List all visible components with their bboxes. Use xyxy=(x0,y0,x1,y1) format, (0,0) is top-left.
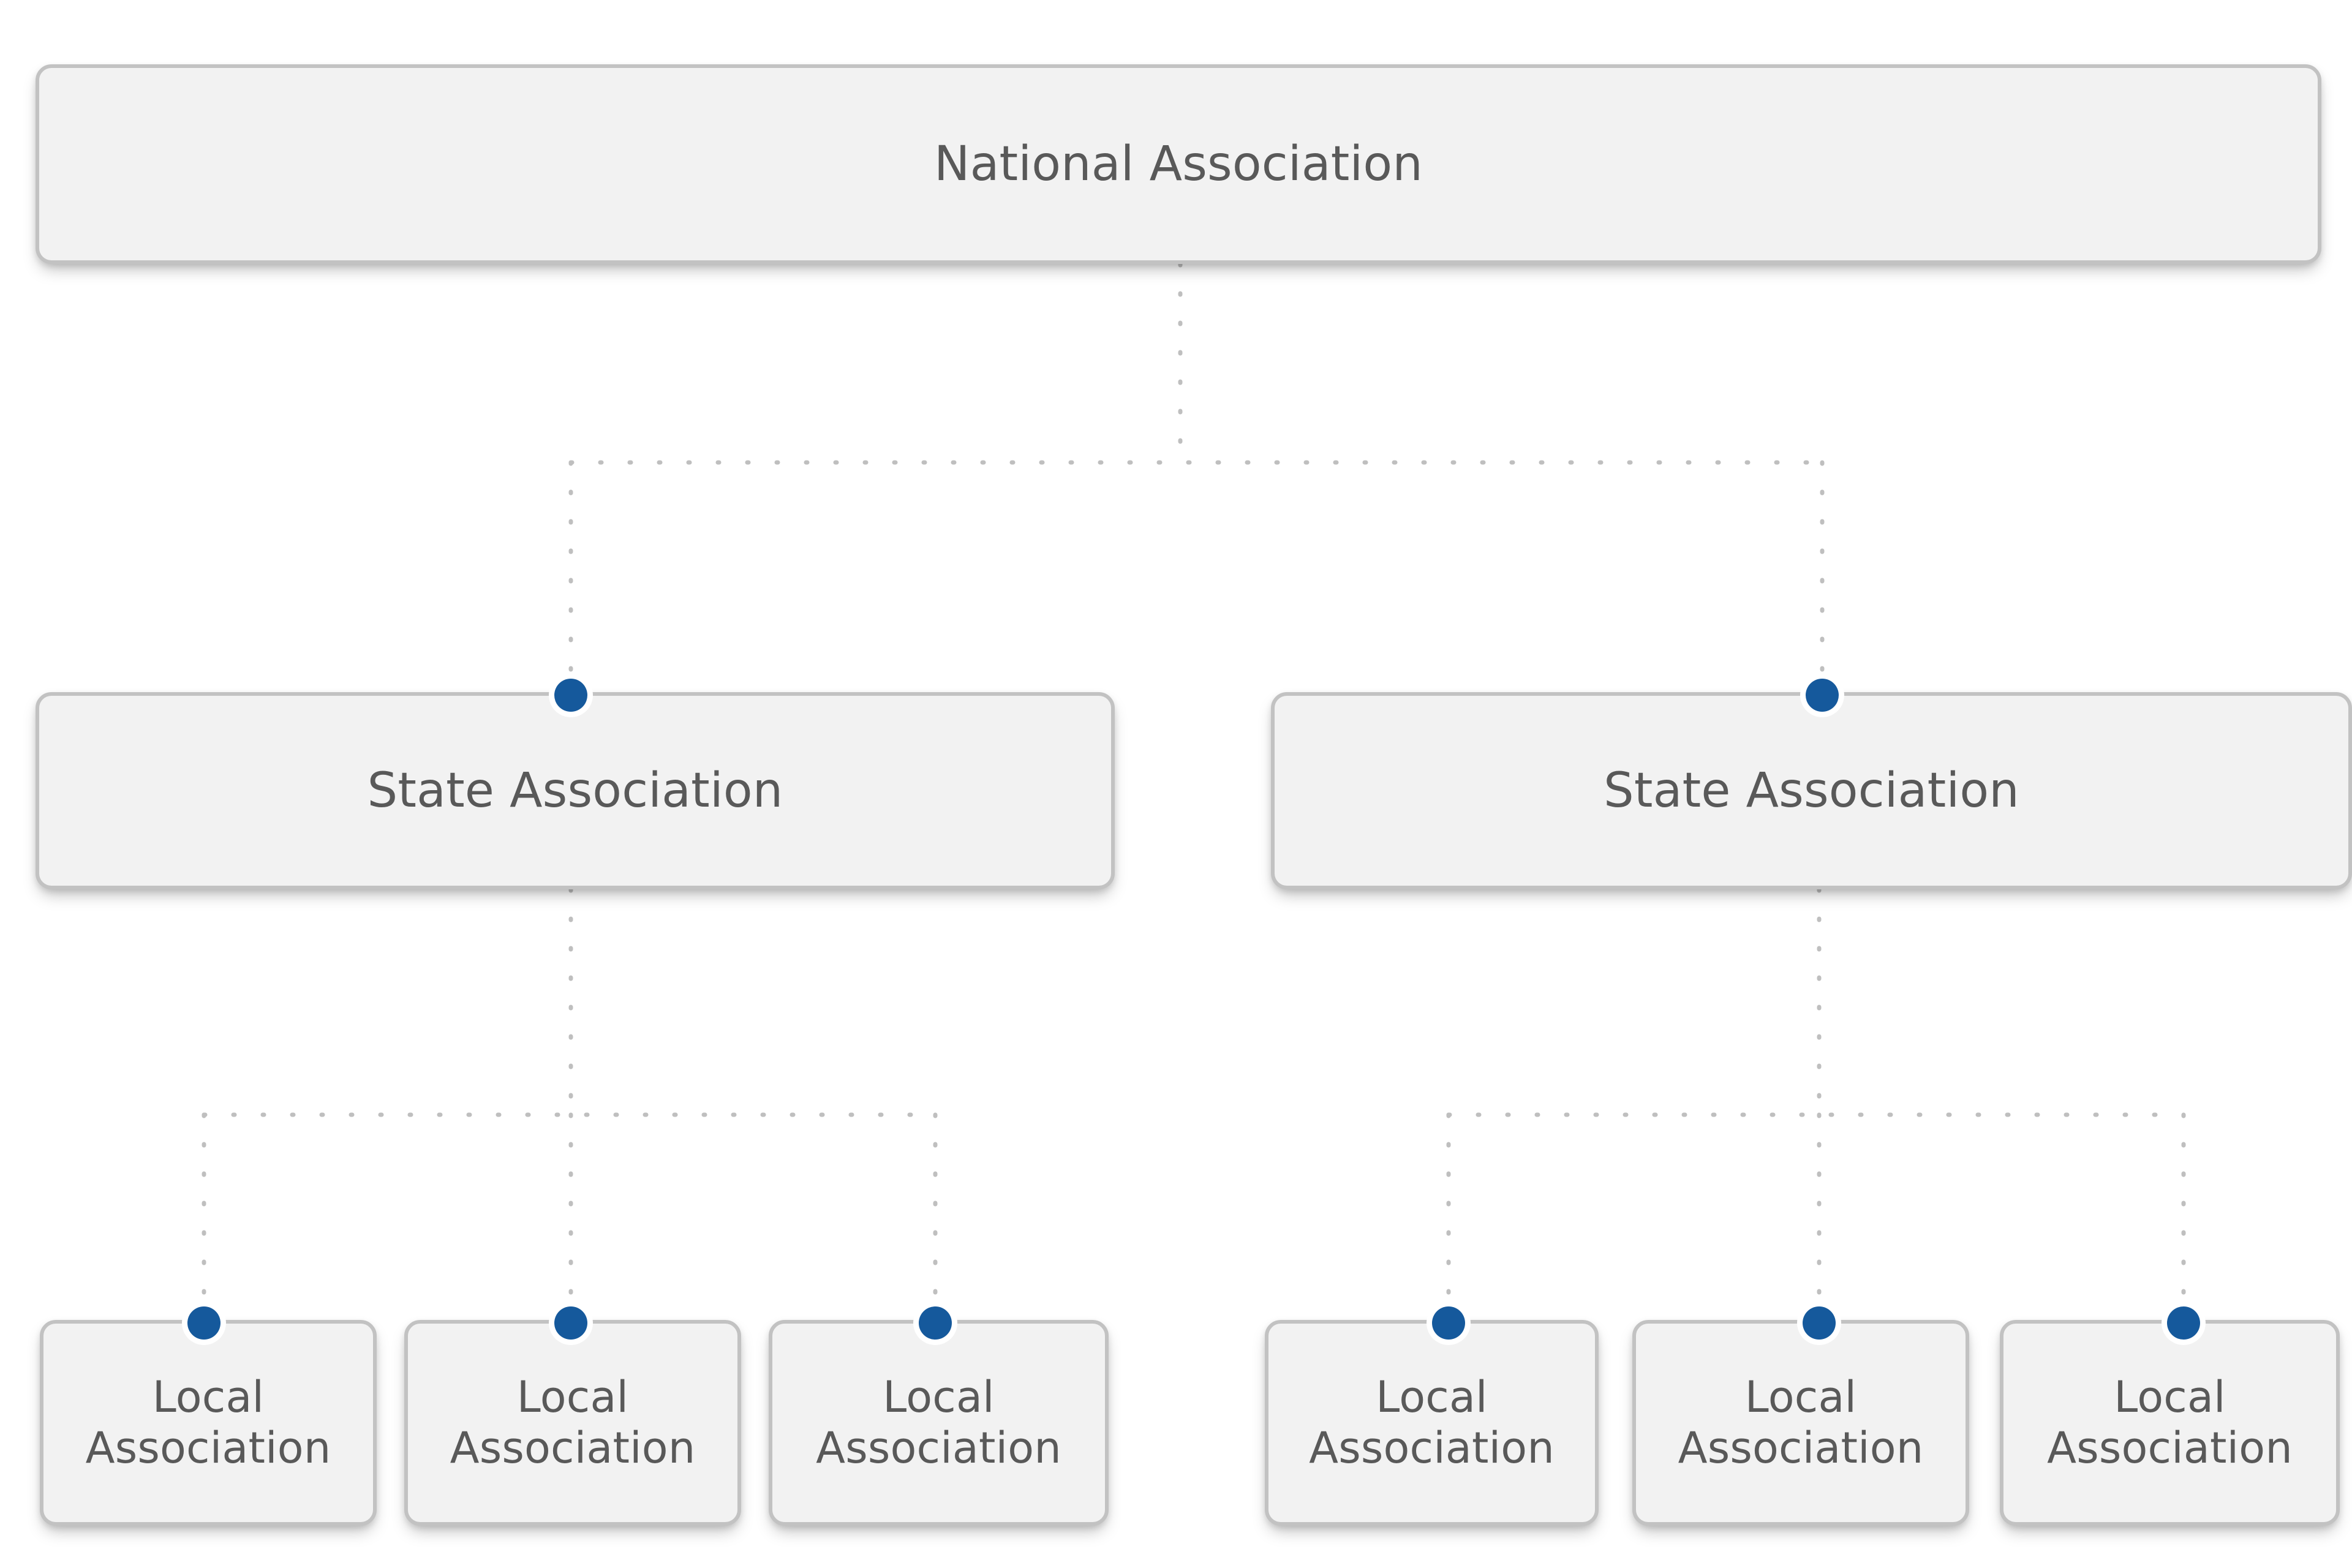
node-label: Local Association xyxy=(816,1372,1061,1473)
node-label: National Association xyxy=(934,136,1423,192)
connector-endpoint-dot-local-4[interactable] xyxy=(1432,1306,1465,1340)
node-label: State Association xyxy=(1604,763,2019,818)
connector-endpoint-dot-local-5[interactable] xyxy=(1803,1306,1836,1340)
connector-endpoint-dot-local-2[interactable] xyxy=(554,1306,587,1340)
node-local-association[interactable]: Local Association xyxy=(2000,1320,2340,1526)
node-local-association[interactable]: Local Association xyxy=(404,1320,741,1526)
connector-endpoint-dot-local-3[interactable] xyxy=(919,1306,952,1340)
node-local-association[interactable]: Local Association xyxy=(40,1320,377,1526)
node-label: Local Association xyxy=(450,1372,696,1473)
node-label: Local Association xyxy=(2047,1372,2293,1473)
connector-endpoint-dot-local-1[interactable] xyxy=(187,1306,221,1340)
connector-endpoint-dot-state-2[interactable] xyxy=(1806,679,1839,712)
node-national-association[interactable]: National Association xyxy=(36,64,2321,264)
node-label: State Association xyxy=(367,763,783,818)
node-local-association[interactable]: Local Association xyxy=(769,1320,1109,1526)
node-label: Local Association xyxy=(85,1372,331,1473)
node-local-association[interactable]: Local Association xyxy=(1632,1320,1969,1526)
node-label: Local Association xyxy=(1678,1372,1924,1473)
node-state-association[interactable]: State Association xyxy=(1271,692,2352,889)
node-label: Local Association xyxy=(1309,1372,1555,1473)
connector-endpoint-dot-local-6[interactable] xyxy=(2167,1306,2200,1340)
connector-endpoint-dot-state-1[interactable] xyxy=(554,679,587,712)
node-local-association[interactable]: Local Association xyxy=(1265,1320,1599,1526)
node-state-association[interactable]: State Association xyxy=(36,692,1115,889)
